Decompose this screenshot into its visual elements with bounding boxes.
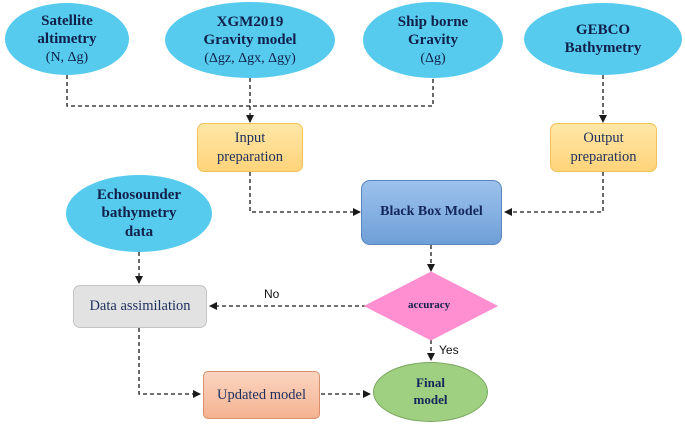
echo-line-1: Echosounder — [96, 187, 182, 204]
updated-model-label: Updated model — [217, 386, 306, 403]
input-line-1: Input — [234, 129, 266, 146]
final-line-1: Final — [416, 375, 445, 391]
xgm-line-2: Gravity model — [203, 32, 297, 49]
data-assimilation-box: Data assimilation — [73, 285, 207, 328]
echo-line-2: bathymetry — [101, 205, 177, 222]
ship-math: (Δg) — [420, 50, 446, 66]
black-box-model: Black Box Model — [361, 180, 502, 245]
ship-borne-gravity-node: Ship borne Gravity (Δg) — [363, 2, 503, 78]
accuracy-label: accuracy — [408, 299, 451, 311]
xgm2019-node: XGM2019 Gravity model (Δgz, Δgx, Δgy) — [165, 2, 335, 78]
final-model-node: Final model — [373, 362, 488, 422]
black-box-label: Black Box Model — [380, 204, 483, 220]
output-preparation-box: Output preparation — [550, 123, 657, 172]
output-line-2: preparation — [570, 148, 637, 165]
satellite-math: (N, Δg) — [45, 49, 89, 65]
xgm-line-1: XGM2019 — [216, 14, 284, 31]
echo-line-3: data — [124, 223, 154, 240]
accuracy-diamond — [363, 271, 499, 341]
updated-model-box: Updated model — [203, 371, 320, 419]
input-line-2: preparation — [216, 148, 284, 165]
ship-line-1: Ship borne — [397, 14, 469, 31]
connector-output-to-blackbox — [504, 172, 604, 216]
satellite-line-2: altimetry — [37, 31, 97, 48]
connector-input-to-blackbox — [249, 172, 361, 216]
satellite-altimetry-node: Satellite altimetry (N, Δg) — [5, 3, 129, 75]
output-line-1: Output — [583, 129, 624, 146]
input-preparation-box: Input preparation — [197, 123, 303, 172]
no-edge-label: No — [264, 287, 280, 301]
echosounder-node: Echosounder bathymetry data — [66, 175, 212, 252]
gebco-line-2: Bathymetry — [564, 40, 642, 56]
gebco-line-1: GEBCO — [575, 21, 631, 38]
satellite-line-1: Satellite — [41, 13, 93, 30]
xgm-math: (Δgz, Δgx, Δgy) — [204, 50, 296, 66]
final-line-2: model — [413, 392, 448, 407]
yes-edge-label: Yes — [439, 343, 459, 357]
data-assimilation-label: Data assimilation — [89, 298, 191, 315]
connector-assimilation-to-updated — [138, 328, 201, 398]
gebco-bathymetry-node: GEBCO Bathymetry — [524, 3, 682, 75]
ship-line-2: Gravity — [408, 32, 458, 49]
